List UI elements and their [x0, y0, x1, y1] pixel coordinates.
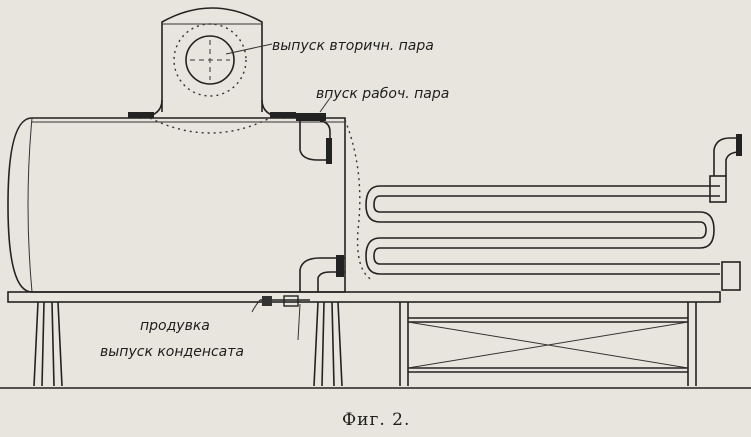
inlet-elbow: [296, 113, 373, 281]
condensate-elbow: [299, 255, 345, 292]
figure-caption: Фиг. 2.: [342, 410, 410, 430]
label-blowdown: продувка: [140, 318, 210, 334]
heating-coil: [365, 134, 742, 291]
base-frame: [0, 291, 751, 389]
tank: [7, 117, 346, 293]
dome: [128, 7, 296, 134]
label-condensate-outlet: выпуск конденсата: [100, 344, 244, 360]
label-secondary-steam-outlet: выпуск вторичн. пара: [272, 38, 434, 54]
label-working-steam-inlet: впуск рабоч. пара: [316, 86, 449, 102]
